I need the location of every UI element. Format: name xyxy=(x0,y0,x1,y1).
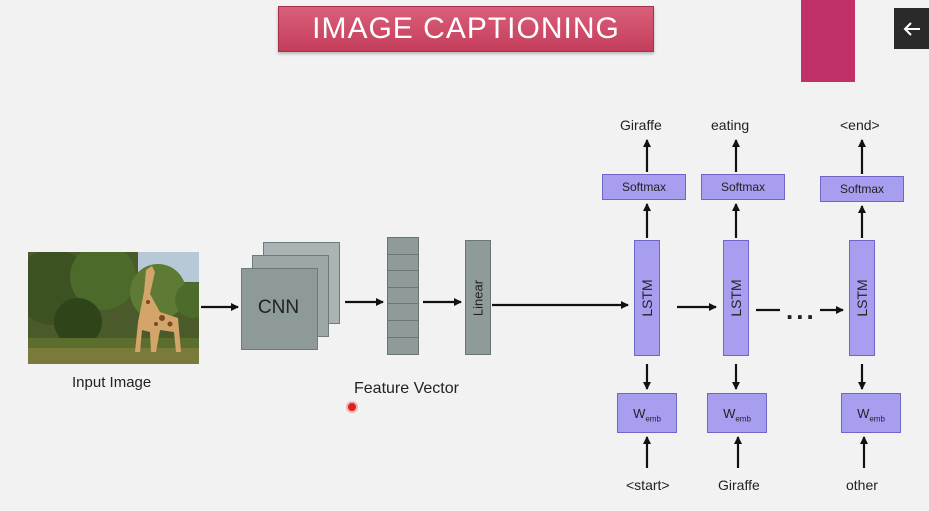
softmax-2: Softmax xyxy=(701,174,785,200)
wemb-base: W xyxy=(723,406,736,421)
feature-vector xyxy=(387,237,419,355)
wemb-3: Wemb xyxy=(841,393,901,433)
wemb-base: W xyxy=(857,406,870,421)
pointer-dot-icon xyxy=(348,403,356,411)
input-token-2: Giraffe xyxy=(718,477,760,493)
softmax-3: Softmax xyxy=(820,176,904,202)
wemb-2: Wemb xyxy=(707,393,767,433)
back-button[interactable] xyxy=(894,8,929,49)
output-label-2: eating xyxy=(711,117,750,133)
input-image xyxy=(28,252,199,364)
wemb-sub: emb xyxy=(645,414,661,424)
lstm-2: LSTM xyxy=(723,240,749,356)
lstm-3: LSTM xyxy=(849,240,875,356)
input-token-1: <start> xyxy=(626,477,670,493)
arrow-left-icon xyxy=(903,21,920,36)
cnn-block xyxy=(241,268,318,350)
feature-vector-label: Feature Vector xyxy=(354,380,459,397)
linear-block: Linear xyxy=(465,240,491,355)
wemb-sub: emb xyxy=(735,414,751,424)
lstm-1: LSTM xyxy=(634,240,660,356)
input-image-label: Input Image xyxy=(72,374,152,391)
input-token-3: other xyxy=(846,477,878,493)
output-label-1: Giraffe xyxy=(620,117,662,133)
cnn-label: CNN xyxy=(257,297,300,318)
slide-title: IMAGE CAPTIONING xyxy=(278,6,654,52)
softmax-1: Softmax xyxy=(602,174,686,200)
wemb-sub: emb xyxy=(869,414,885,424)
ellipsis: ... xyxy=(786,295,817,325)
wemb-base: W xyxy=(633,406,646,421)
wemb-1: Wemb xyxy=(617,393,677,433)
accent-bar xyxy=(801,0,855,82)
output-label-3: <end> xyxy=(840,117,880,133)
